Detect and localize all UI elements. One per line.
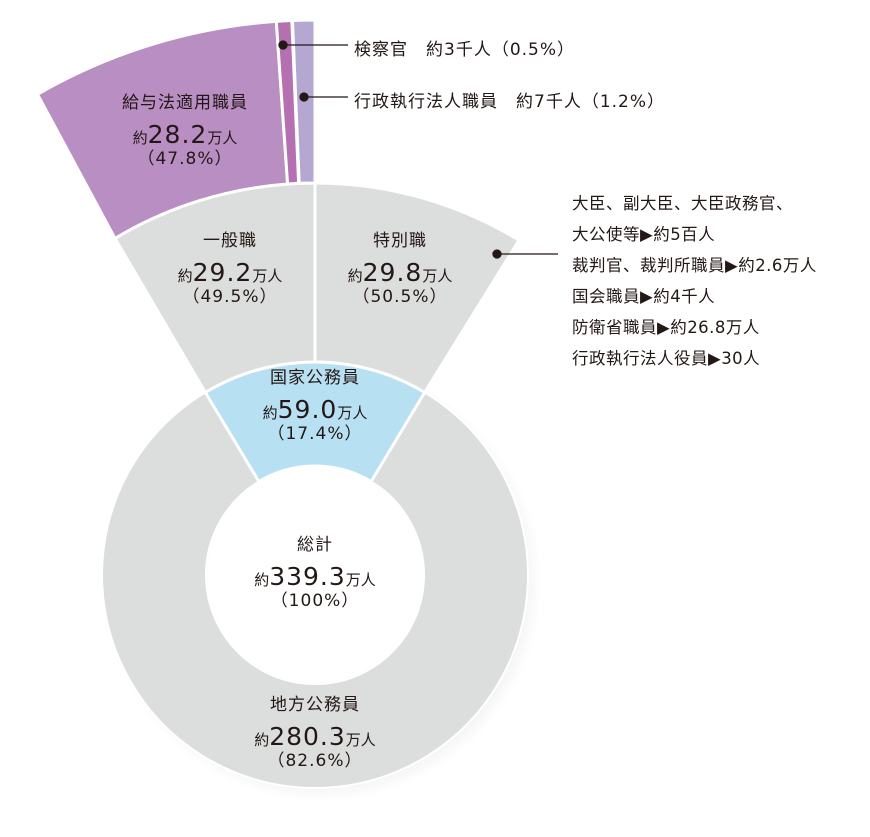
callout-prosecutor: 検察官 約3千人（0.5%） bbox=[354, 40, 576, 60]
label-value: 約59.0万人 bbox=[262, 395, 368, 424]
center-hole bbox=[207, 467, 423, 683]
label-value: 約280.3万人 bbox=[254, 722, 376, 751]
segment-local[interactable] bbox=[101, 361, 529, 789]
label-name: 総計 bbox=[297, 535, 333, 555]
label-name: 国家公務員 bbox=[270, 368, 360, 388]
label-total: 総計 約339.3万人 （100%） bbox=[225, 537, 405, 610]
leader-lines bbox=[278, 40, 558, 259]
label-pct: （82.6%） bbox=[267, 751, 363, 771]
label-pct: （100%） bbox=[270, 591, 360, 611]
breakdown-item: 行政執行法人役員▶30人 bbox=[572, 349, 761, 368]
segment-admin-agency[interactable] bbox=[290, 18, 317, 185]
label-value: 約29.8万人 bbox=[347, 258, 453, 287]
label-value: 約28.2万人 bbox=[132, 120, 238, 149]
breakdown-item: 裁判官、裁判所職員▶約2.6万人 bbox=[572, 256, 817, 275]
label-local: 地方公務員 約280.3万人 （82.6%） bbox=[225, 697, 405, 770]
special-breakdown-list: 大臣、副大臣、大臣政務官、 大公使等▶約5百人 裁判官、裁判所職員▶約2.6万人… bbox=[572, 188, 817, 374]
breakdown-item: 大臣、副大臣、大臣政務官、 bbox=[572, 194, 793, 213]
breakdown-item: 防衛省職員▶約26.8万人 bbox=[572, 318, 760, 337]
label-pct: （17.4%） bbox=[267, 424, 363, 444]
label-name: 一般職 bbox=[203, 231, 257, 251]
label-pct: （50.5%） bbox=[352, 287, 448, 307]
label-pct: （49.5%） bbox=[182, 287, 278, 307]
label-salary-law: 給与法適用職員 約28.2万人 （47.8%） bbox=[105, 95, 265, 168]
label-name: 地方公務員 bbox=[270, 695, 360, 715]
label-value: 約339.3万人 bbox=[254, 562, 376, 591]
label-pct: （47.8%） bbox=[137, 149, 233, 169]
label-special: 特別職 約29.8万人 （50.5%） bbox=[320, 233, 480, 306]
label-value: 約29.2万人 bbox=[177, 258, 283, 287]
callout-admin-agency: 行政執行法人職員 約7千人（1.2%） bbox=[354, 92, 666, 112]
label-national: 国家公務員 約59.0万人 （17.4%） bbox=[235, 370, 395, 443]
breakdown-item: 大公使等▶約5百人 bbox=[572, 225, 716, 244]
label-name: 給与法適用職員 bbox=[122, 93, 248, 113]
breakdown-item: 国会職員▶約4千人 bbox=[572, 287, 716, 306]
segment-special[interactable] bbox=[313, 181, 522, 395]
label-name: 特別職 bbox=[373, 231, 427, 251]
label-general: 一般職 約29.2万人 （49.5%） bbox=[150, 233, 310, 306]
